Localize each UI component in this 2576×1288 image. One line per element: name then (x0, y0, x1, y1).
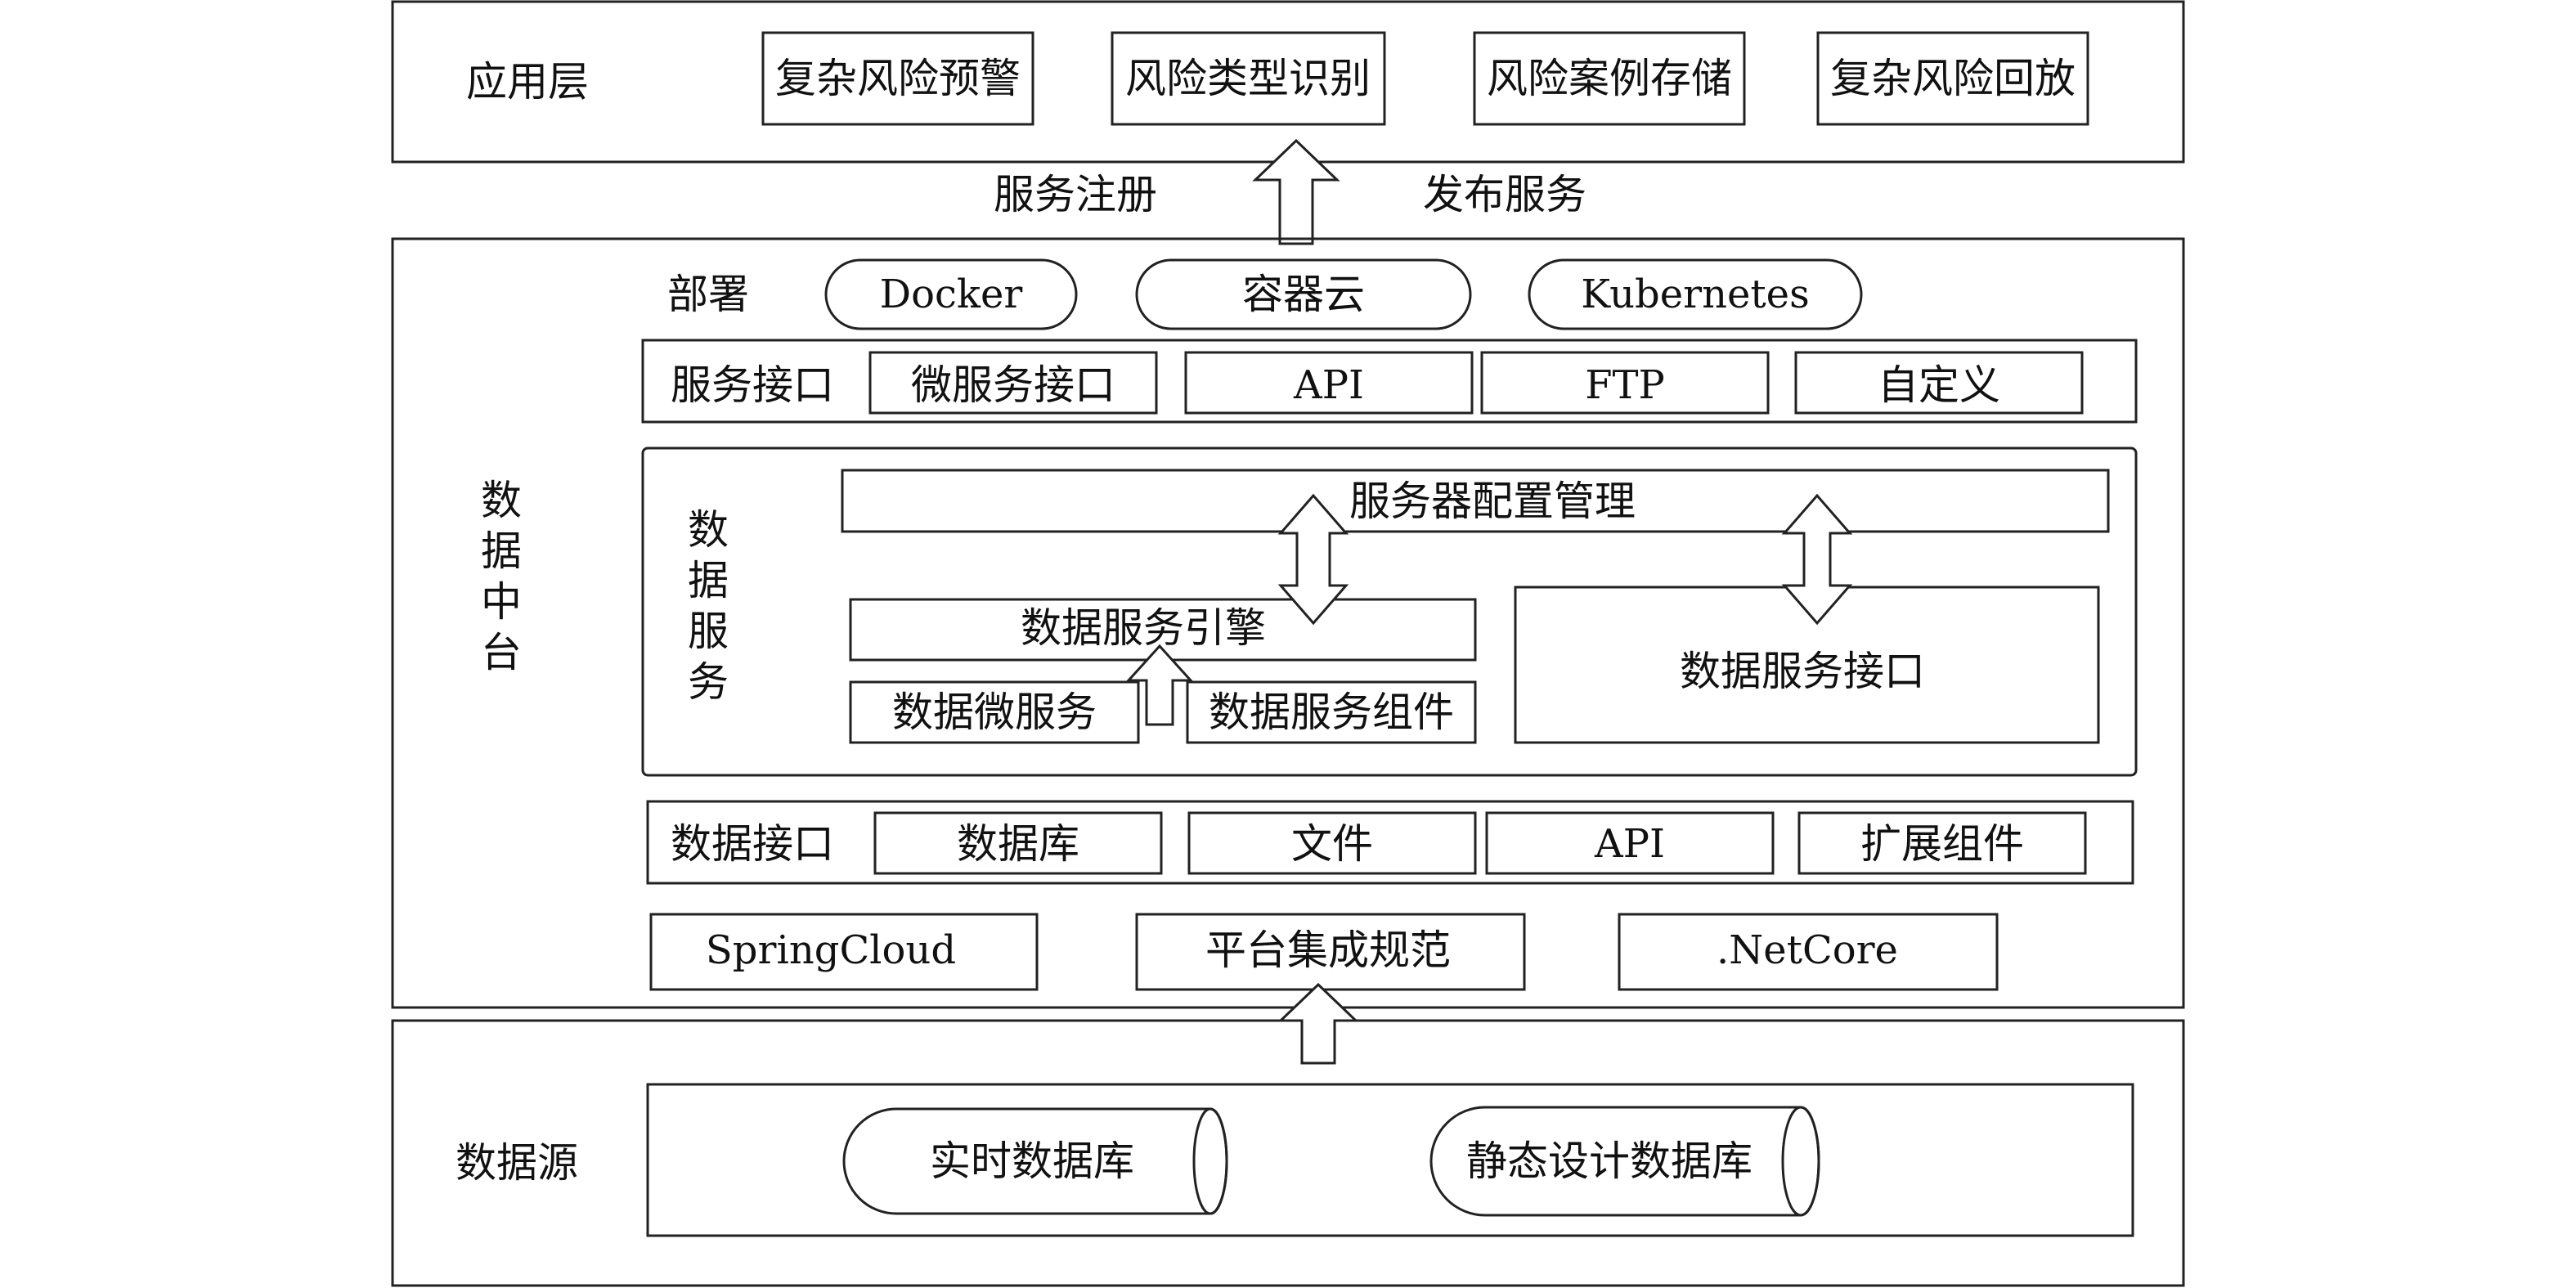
integration-springcloud (649, 913, 1039, 991)
integration-springcloud-label: SpringCloud (706, 927, 956, 973)
data-service-components-label: 数据服务组件 (1209, 689, 1454, 736)
data-service-interface-label: 数据服务接口 (1680, 648, 1925, 695)
integration-standard-label: 平台集成规范 (1205, 927, 1451, 974)
engine-up-arrow (1125, 644, 1194, 726)
app-box-3 (1473, 31, 1746, 126)
data-interface-item-3 (1485, 811, 1775, 875)
service-interface-item-2-label: API (1293, 362, 1364, 408)
deploy-label: 部署 (667, 271, 749, 318)
data-service-engine-label: 数据服务引擎 (1021, 604, 1266, 652)
data-interface-item-4-label: 扩展组件 (1860, 820, 2024, 868)
up-arrow-bottom (1277, 982, 1359, 1065)
middle-platform-frame (391, 237, 2185, 1009)
service-interface-label: 服务接口 (671, 361, 834, 409)
integration-netcore (1618, 913, 1999, 991)
server-config-label: 服务器配置管理 (1349, 478, 1636, 525)
app-box-1 (761, 31, 1034, 126)
data-service-char-1: 数 (688, 506, 729, 554)
app-box-3-label: 风险案例存储 (1487, 55, 1732, 102)
data-service-components-box (1186, 680, 1477, 744)
arrow-label-right: 发布服务 (1423, 171, 1586, 218)
service-interface-item-4-label: 自定义 (1878, 361, 2000, 409)
deploy-docker (824, 258, 1078, 330)
data-interface-item-3-label: API (1594, 821, 1665, 867)
data-service-char-2: 据 (688, 557, 729, 604)
integration-netcore-label: .NetCore (1717, 927, 1898, 973)
data-interface-item-1-label: 数据库 (957, 820, 1079, 868)
deploy-kubernetes-label: Kubernetes (1581, 272, 1809, 317)
service-interface-item-1-label: 微服务接口 (911, 361, 1115, 409)
data-interface-label: 数据接口 (671, 820, 834, 868)
data-service-char-4: 务 (688, 658, 729, 706)
data-source-label: 数据源 (456, 1139, 578, 1187)
app-box-1-label: 复杂风险预警 (775, 55, 1021, 102)
data-service-char-3: 服 (688, 608, 729, 655)
config-engine-double-arrow (1277, 493, 1349, 626)
app-layer-label: 应用层 (466, 58, 589, 105)
config-interface-double-arrow (1781, 493, 1853, 626)
service-interface-item-2 (1184, 351, 1474, 415)
data-service-frame (641, 447, 2138, 777)
data-interface-item-4 (1797, 811, 2087, 875)
middle-platform-char-3: 中 (481, 578, 522, 626)
data-source-inner (646, 1083, 2134, 1237)
deploy-docker-label: Docker (880, 272, 1023, 317)
deploy-container-cloud (1135, 258, 1472, 330)
data-micro-service-box (849, 680, 1140, 744)
deploy-kubernetes (1528, 258, 1863, 330)
arrow-label-left: 服务注册 (994, 171, 1157, 218)
service-interface-item-3 (1480, 351, 1770, 415)
app-box-2 (1111, 31, 1386, 126)
app-box-4-label: 复杂风险回放 (1830, 55, 2076, 102)
deploy-container-cloud-label: 容器云 (1242, 271, 1365, 318)
service-interface-item-3-label: FTP (1585, 362, 1665, 408)
data-source-frame (391, 1019, 2185, 1287)
middle-platform-char-1: 数 (481, 477, 522, 524)
realtime-db-cylinder-end (1192, 1107, 1228, 1215)
service-interface-item-1 (868, 351, 1158, 415)
up-arrow-top (1252, 138, 1340, 245)
middle-platform-char-4: 台 (481, 629, 522, 676)
data-interface-frame (646, 800, 2134, 885)
data-interface-item-2-label: 文件 (1291, 820, 1373, 868)
data-interface-item-1 (873, 811, 1163, 875)
service-interface-item-4 (1794, 351, 2084, 415)
server-config-box (841, 469, 2110, 533)
service-interface-frame (641, 339, 2138, 424)
app-box-4 (1816, 31, 2089, 126)
integration-standard (1135, 913, 1526, 991)
middle-platform-char-2: 据 (481, 527, 522, 575)
data-interface-item-2 (1187, 811, 1477, 875)
app-box-2-label: 风险类型识别 (1125, 55, 1371, 102)
realtime-db-label: 实时数据库 (930, 1138, 1134, 1185)
static-db-label: 静态设计数据库 (1466, 1138, 1752, 1185)
data-micro-service-label: 数据微服务 (892, 689, 1097, 736)
static-db-cylinder-end (1781, 1106, 1820, 1217)
